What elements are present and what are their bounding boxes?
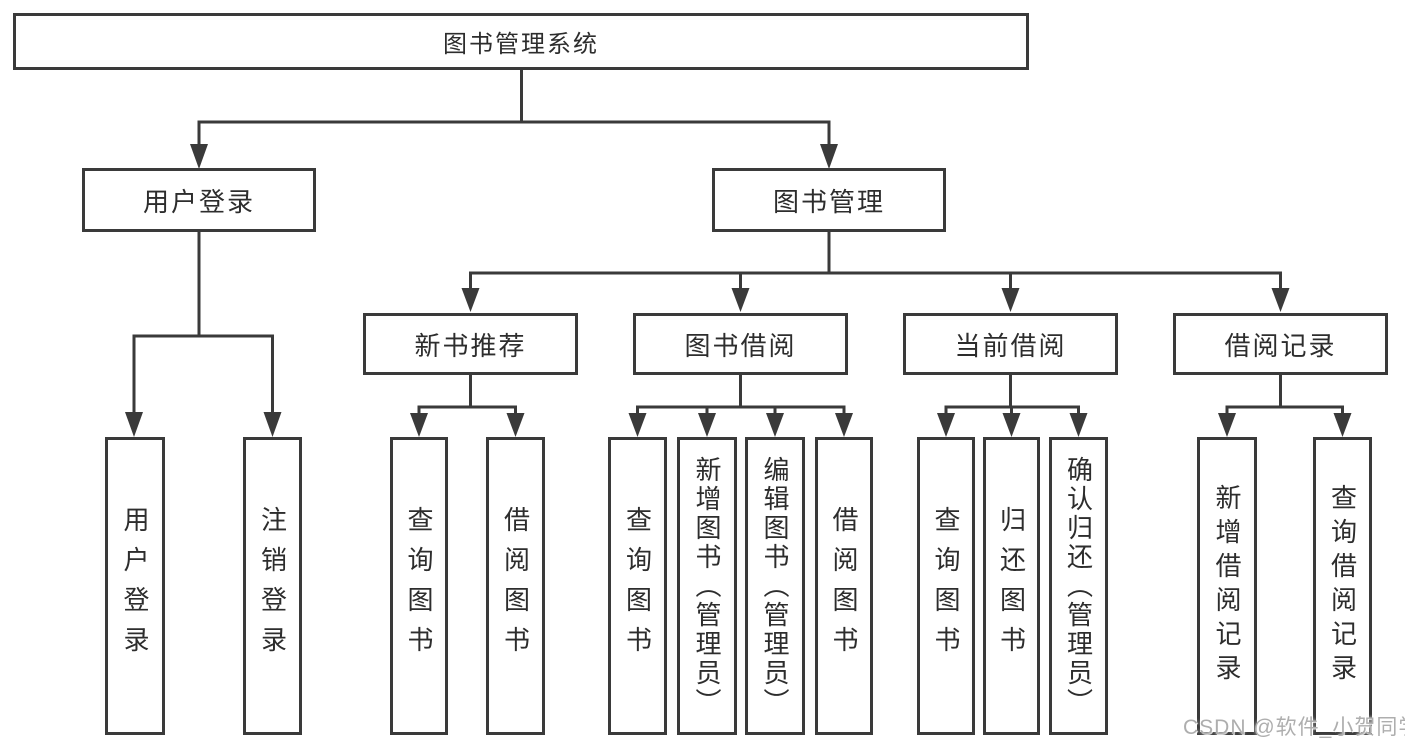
node-return-books: 归还图书: [983, 437, 1040, 735]
node-label: 新增图书（管理员）: [692, 455, 722, 717]
node-borrow-books-recommend: 借阅图书: [486, 437, 545, 735]
node-label: 借阅记录: [1224, 330, 1337, 361]
node-label: 新增借阅记录: [1212, 484, 1242, 688]
node-edit-book-admin: 编辑图书（管理员）: [745, 437, 805, 735]
node-borrow-books: 借阅图书: [815, 437, 873, 735]
node-root-system: 图书管理系统: [13, 13, 1029, 70]
node-book-borrowing: 图书借阅: [633, 313, 848, 375]
node-label: 图书借阅: [684, 330, 797, 361]
node-add-book-admin: 新增图书（管理员）: [677, 437, 737, 735]
node-label: 查询借阅记录: [1327, 484, 1358, 688]
connector-book-management: [461, 232, 1290, 312]
node-label: 确认归还（管理员）: [1063, 455, 1094, 717]
node-label: 新书推荐: [414, 330, 527, 361]
node-user-login-action: 用户登录: [105, 437, 165, 735]
node-label: 查询图书: [622, 506, 653, 666]
node-label: 查询图书: [404, 506, 434, 666]
connector-user-login: [125, 232, 282, 437]
connector-new-book-recommend: [410, 375, 525, 437]
connector-current-borrowing: [937, 375, 1088, 437]
node-logout-action: 注销登录: [243, 437, 302, 735]
node-label: 编辑图书（管理员）: [760, 455, 790, 717]
node-label: 归还图书: [996, 506, 1027, 666]
node-borrowing-records: 借阅记录: [1173, 313, 1388, 375]
node-new-book-recommend: 新书推荐: [363, 313, 578, 375]
node-query-books-borrowing: 查询图书: [608, 437, 667, 735]
node-current-borrowing: 当前借阅: [903, 313, 1118, 375]
connector-book-borrowing: [628, 375, 853, 437]
node-label: 当前借阅: [954, 330, 1067, 361]
node-label: 查询图书: [931, 506, 961, 666]
node-query-borrow-record: 查询借阅记录: [1313, 437, 1372, 735]
node-label: 注销登录: [257, 506, 288, 666]
node-label: 用户登录: [142, 186, 255, 217]
node-label: 图书管理系统: [443, 31, 599, 58]
node-label: 借阅图书: [500, 506, 531, 666]
csdn-watermark: CSDN @软件_小贺同学: [1183, 716, 1405, 739]
node-book-management: 图书管理: [712, 168, 946, 232]
node-query-books-recommend: 查询图书: [390, 437, 448, 735]
connector-root: [190, 70, 838, 169]
node-query-books-current: 查询图书: [917, 437, 975, 735]
node-label: 借阅图书: [829, 506, 859, 666]
node-confirm-return-admin: 确认归还（管理员）: [1049, 437, 1108, 735]
node-label: 图书管理: [772, 186, 885, 217]
node-label: 用户登录: [120, 506, 150, 666]
node-user-login: 用户登录: [82, 168, 316, 232]
connector-borrowing-records: [1218, 375, 1352, 437]
node-add-borrow-record: 新增借阅记录: [1197, 437, 1257, 735]
